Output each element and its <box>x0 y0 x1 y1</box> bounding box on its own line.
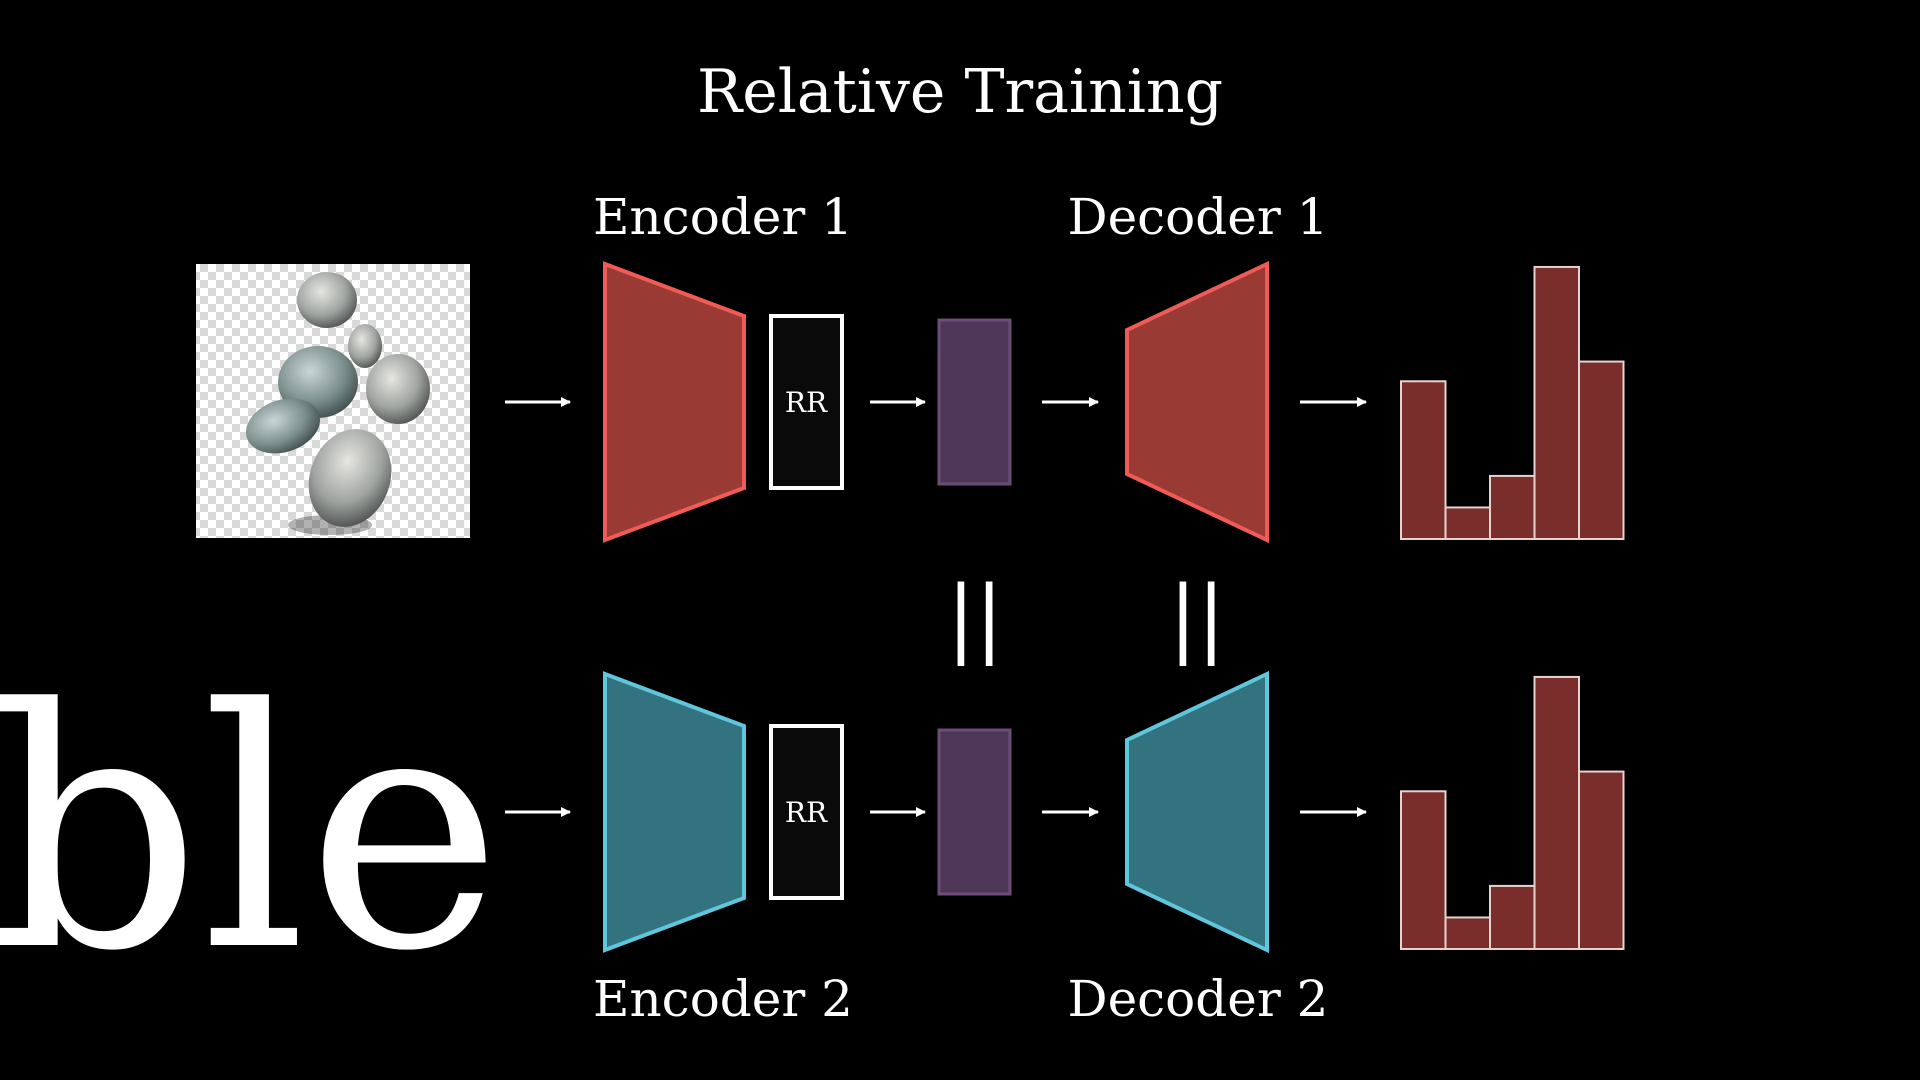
bar-5 <box>1578 360 1625 541</box>
input-text: ble <box>0 639 502 1023</box>
output-bar-chart-1 <box>1400 265 1625 541</box>
bar-2 <box>1444 506 1491 541</box>
stones-image <box>196 264 470 538</box>
encoder-2-label: Encoder 2 <box>593 970 853 1028</box>
encoder-1-label: Encoder 1 <box>593 188 853 246</box>
bar-3 <box>1489 884 1536 951</box>
bar-4 <box>1533 675 1580 950</box>
latent-equality-mark: || <box>947 568 1004 666</box>
rr-block-1: RR <box>769 314 844 490</box>
rr-label-1: RR <box>785 386 828 419</box>
decoder-2-block <box>1125 670 1269 954</box>
bar-5 <box>1578 770 1625 950</box>
bar-2 <box>1444 916 1491 951</box>
bar-1 <box>1400 380 1447 540</box>
output-bar-chart-2 <box>1400 675 1625 951</box>
latent-vector-2 <box>937 728 1012 896</box>
bar-3 <box>1489 474 1536 540</box>
decoder-2-label: Decoder 2 <box>1068 970 1329 1028</box>
decoder-1-block <box>1125 260 1269 544</box>
decoder-equality-mark: || <box>1169 568 1226 666</box>
encoder-2-block <box>603 671 746 953</box>
rr-block-2: RR <box>769 724 844 900</box>
bar-4 <box>1533 265 1580 540</box>
bar-1 <box>1400 790 1447 950</box>
decoder-1-label: Decoder 1 <box>1068 188 1329 246</box>
rr-label-2: RR <box>785 796 828 829</box>
encoder-1-block <box>603 261 746 543</box>
diagram-title: Relative Training <box>697 57 1223 127</box>
latent-vector-1 <box>937 318 1012 486</box>
